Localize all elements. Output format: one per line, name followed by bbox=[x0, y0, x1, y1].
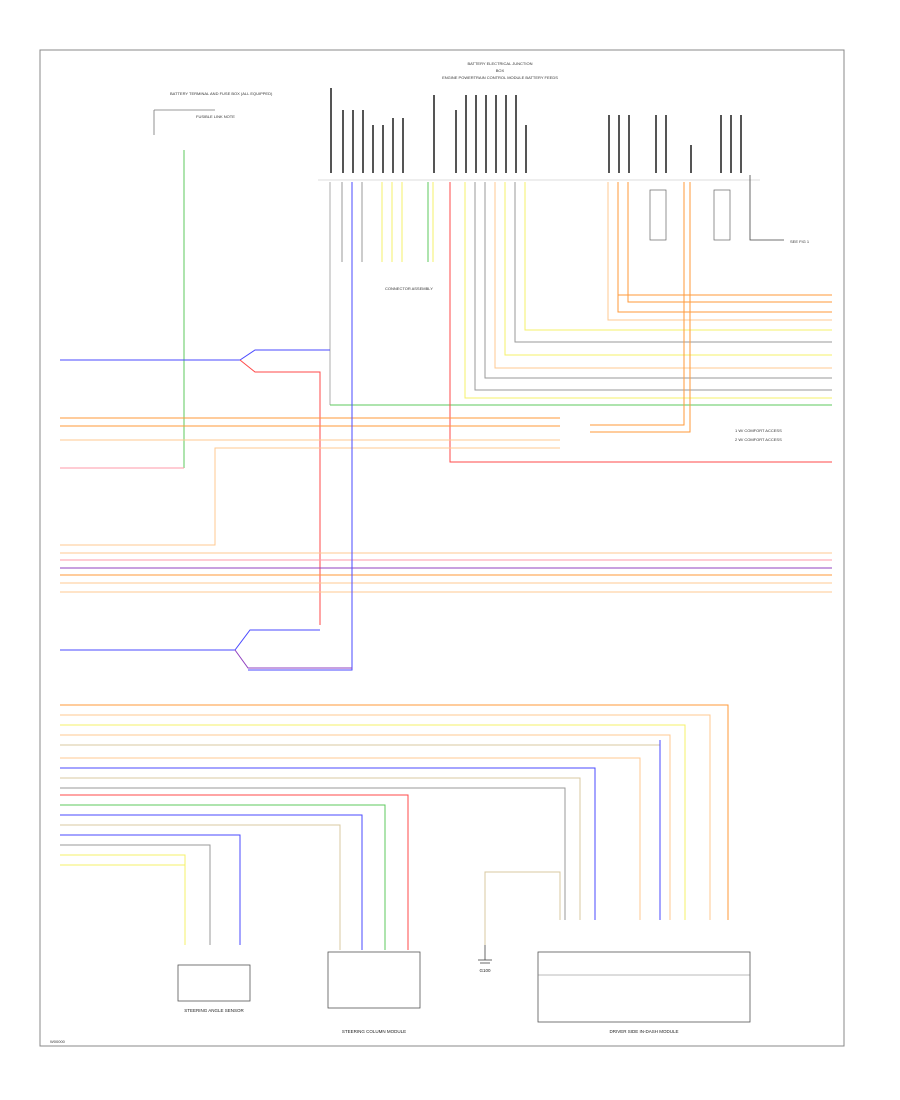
long-horizontal-bus bbox=[60, 552, 832, 593]
header-title-line3: ENGINE POWERTRAIN CONTROL MODULE BATTERY… bbox=[442, 75, 558, 80]
right-descent-wires bbox=[464, 182, 832, 433]
connector-right-2 bbox=[713, 189, 731, 241]
horizontal-orange-band bbox=[60, 417, 560, 546]
svg-text:DRIVER SIDE IN-DASH MODULE: DRIVER SIDE IN-DASH MODULE bbox=[609, 1029, 678, 1034]
ground-bottom: G100 bbox=[478, 945, 492, 973]
wire-blue-lower-left bbox=[60, 629, 320, 651]
top-pin-label-group bbox=[330, 88, 742, 173]
wire-purple-lower bbox=[234, 649, 352, 669]
connector-right-1 bbox=[649, 189, 667, 241]
svg-text:STEERING ANGLE SENSOR: STEERING ANGLE SENSOR bbox=[184, 1008, 244, 1013]
svg-text:G100: G100 bbox=[479, 968, 491, 973]
header-title-line2: BOX bbox=[496, 68, 505, 73]
battery-feed-component: BATTERY TERMINAL AND FUSE BOX (ALL EQUIP… bbox=[153, 91, 273, 135]
top-drop-wires bbox=[341, 182, 434, 262]
footer-code: W00000 bbox=[50, 1039, 66, 1044]
blue-left-wires bbox=[60, 349, 330, 625]
wire-ref-arrow bbox=[749, 175, 784, 241]
right-ref-label: SEE FIG 1 bbox=[790, 239, 810, 244]
wire-red-right-descent bbox=[449, 182, 832, 463]
bottom-harness-wires bbox=[60, 704, 729, 950]
steering-column-module: STEERING COLUMN MODULE bbox=[327, 951, 421, 1034]
svg-text:STEERING COLUMN MODULE: STEERING COLUMN MODULE bbox=[342, 1029, 406, 1034]
header-title-line1: BATTERY ELECTRICAL JUNCTION bbox=[468, 61, 533, 66]
driver-side-module: DRIVER SIDE IN-DASH MODULE bbox=[537, 951, 751, 1034]
svg-text:BATTERY TERMINAL AND FUSE BOX: BATTERY TERMINAL AND FUSE BOX (ALL EQUIP… bbox=[170, 91, 273, 96]
legend-entry-2: 2 W/ COMFORT ACCESS bbox=[735, 437, 782, 442]
legend-entry-1: 1 W/ COMFORT ACCESS bbox=[735, 428, 782, 433]
center-connector-note: CONNECTOR ASSEMBLY bbox=[385, 286, 433, 291]
diagram-frame bbox=[39, 49, 845, 1047]
steering-angle-sensor: STEERING ANGLE SENSOR bbox=[177, 964, 251, 1013]
wire-blue-descent bbox=[248, 262, 353, 671]
svg-text:FUSIBLE LINK NOTE: FUSIBLE LINK NOTE bbox=[196, 114, 235, 119]
